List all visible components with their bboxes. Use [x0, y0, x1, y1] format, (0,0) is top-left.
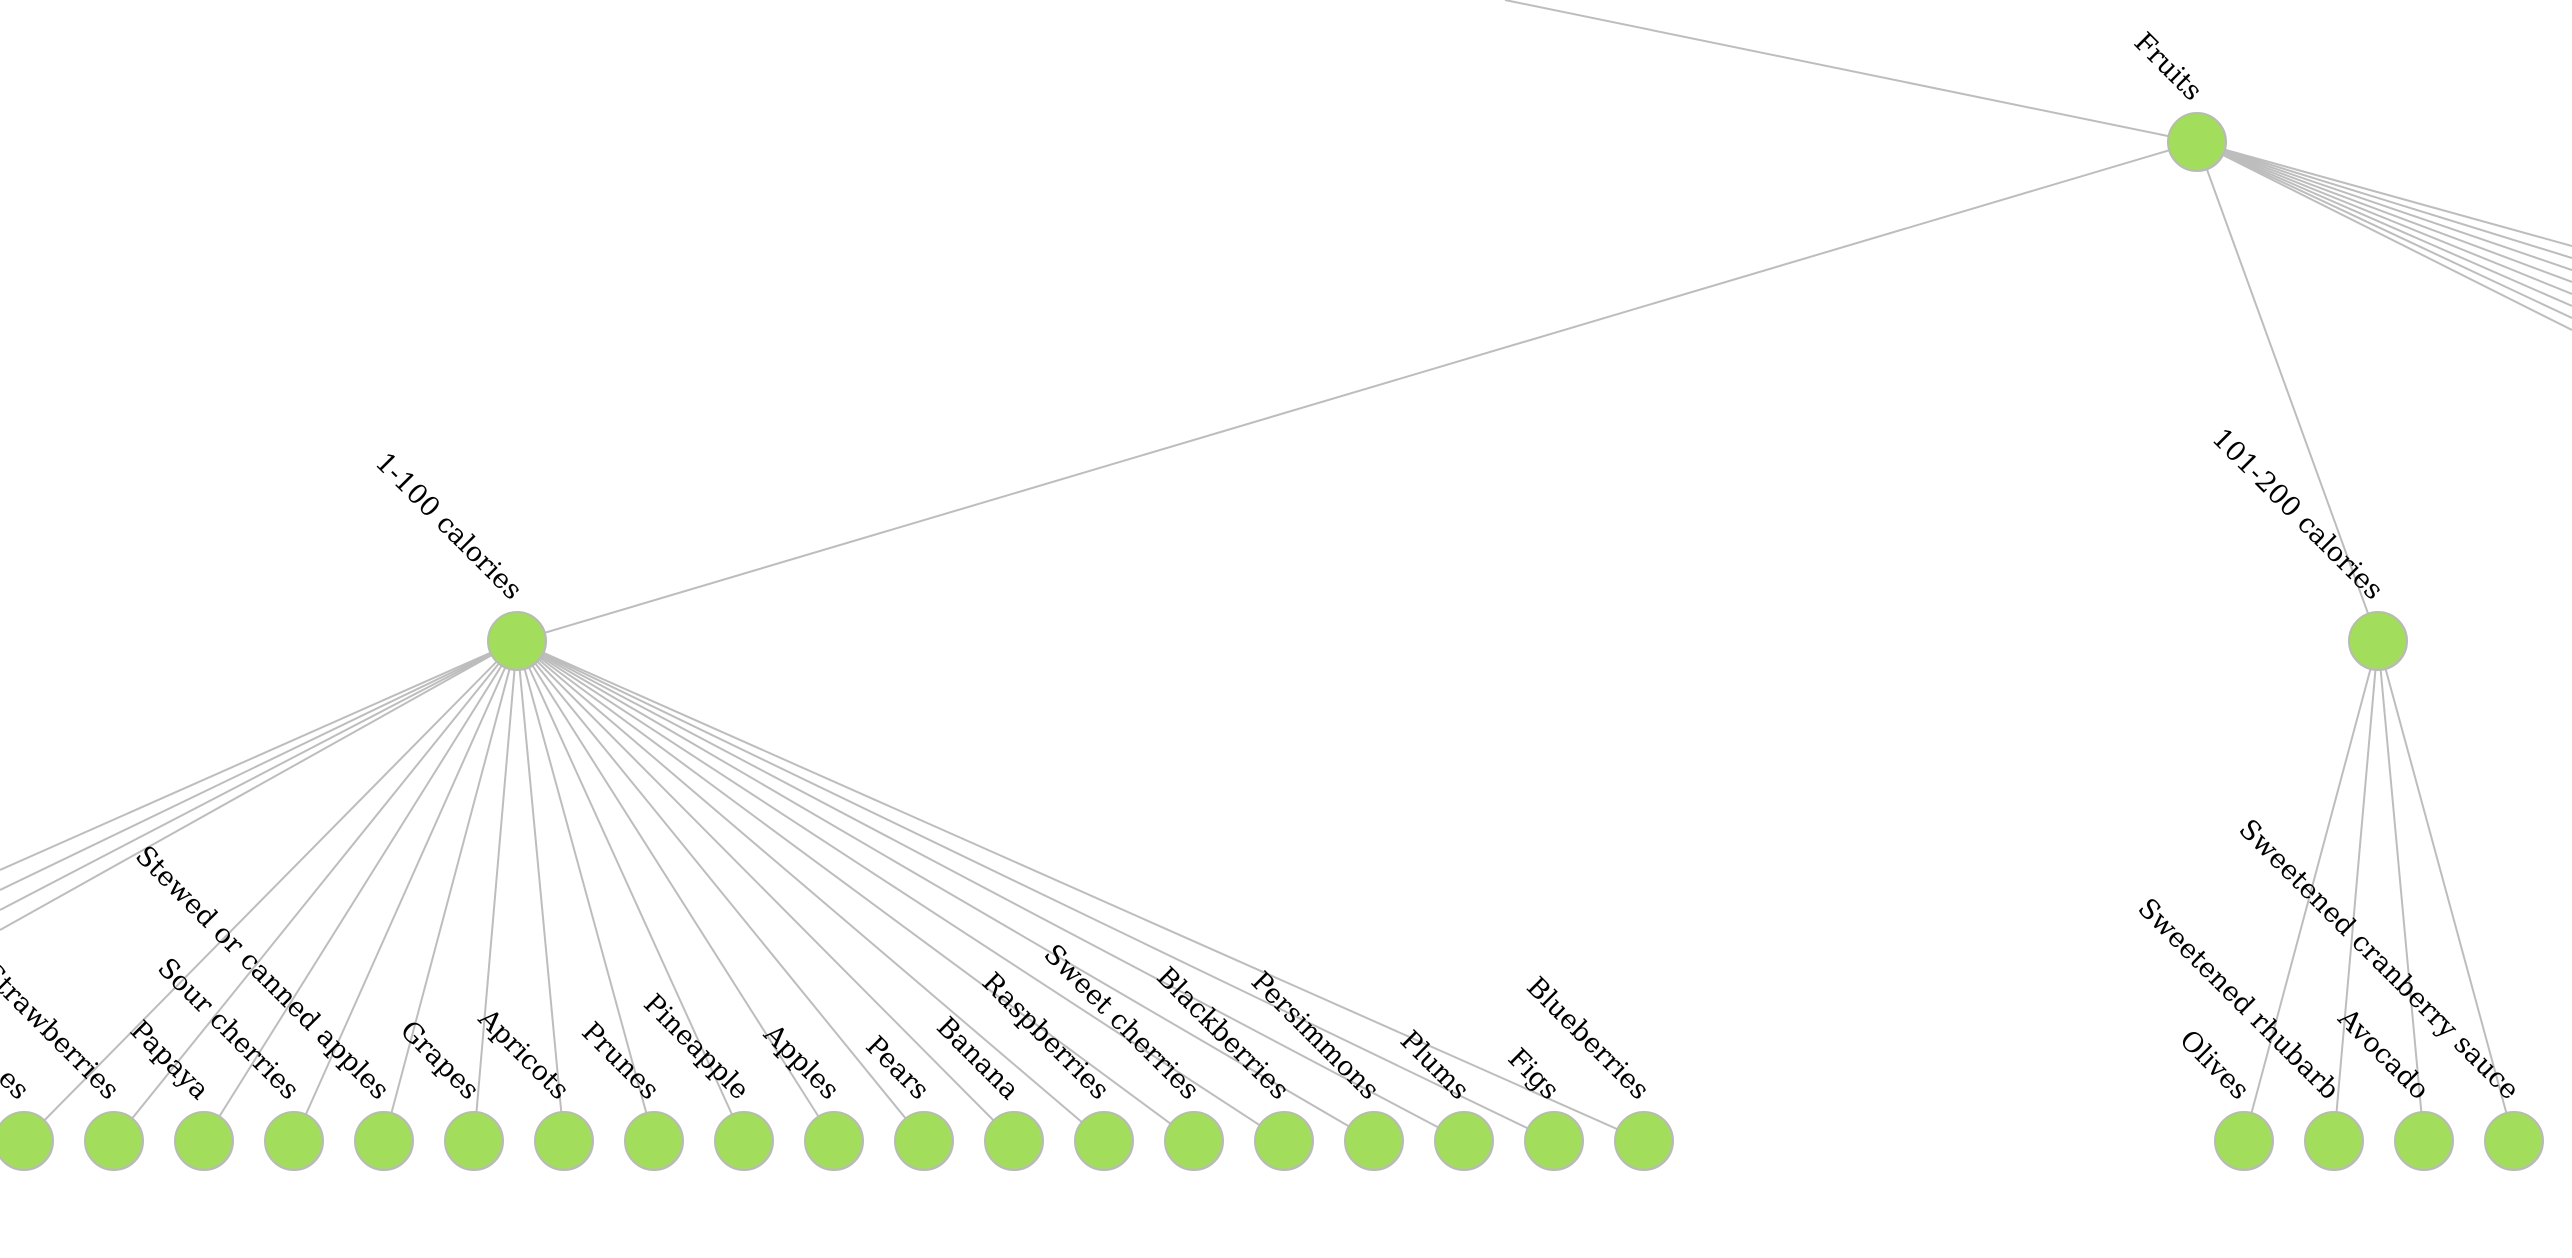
- leaf-node-banana-label: Banana: [930, 1011, 1025, 1106]
- link-1-100-calories-to-sour-cherries: [293, 640, 518, 1142]
- group-node-101-200-calories-label: 101-200 calories: [2206, 423, 2389, 606]
- leaf-node-apricots-circle[interactable]: [534, 1111, 594, 1171]
- link-101-200-calories-to-avocado: [2377, 640, 2425, 1142]
- leaf-node-apples-label: Apples: [757, 1018, 845, 1106]
- leaf-node-apples-circle[interactable]: [804, 1111, 864, 1171]
- leaf-node-sweetened-cranberry-sauce[interactable]: Sweetened cranberry sauce: [2233, 814, 2544, 1171]
- link-root-to-101-200-calories: [2196, 141, 2379, 642]
- leaf-node-plums-circle[interactable]: [1434, 1111, 1494, 1171]
- leaf-node-banana-circle[interactable]: [984, 1111, 1044, 1171]
- link-root-offscreen-5: [2196, 141, 2572, 295]
- link-root-offscreen-8: [2196, 141, 2572, 331]
- link-1-100-calories-to-blackberries: [516, 640, 1285, 1142]
- leaf-node-raspberries-circle[interactable]: [1074, 1111, 1134, 1171]
- leaf-node-sweet-cherries-label: Sweet cherries: [1038, 939, 1205, 1106]
- link-1-100-calories-to-banana: [516, 640, 1015, 1142]
- link-1-100-calories-to-sweet-cherries: [516, 640, 1195, 1142]
- group-node-101-200-calories-circle[interactable]: [2348, 611, 2408, 671]
- link-root-offscreen-6: [2196, 141, 2572, 307]
- leaf-node-apricots-label: Apricots: [471, 1002, 575, 1106]
- group-node-1-100-calories-label: 1-100 calories: [369, 447, 528, 606]
- link-1-100-calories-to-blueberries: [516, 640, 1645, 1142]
- leaf-node-stewed-or-canned-apples-circle[interactable]: [354, 1111, 414, 1171]
- link-root-offscreen-2: [2196, 141, 2572, 259]
- link-1-100-calories-to-pineapple: [516, 640, 745, 1142]
- leaf-node-es[interactable]: es: [0, 1063, 54, 1171]
- link-group1-offscreen-3: [0, 640, 518, 911]
- link-1-100-calories-to-plums: [516, 640, 1465, 1142]
- leaf-node-prunes-label: Prunes: [575, 1016, 665, 1106]
- link-1-100-calories-to-es: [23, 640, 518, 1142]
- link-1-100-calories-to-figs: [516, 640, 1555, 1142]
- link-group1-offscreen-4: [0, 640, 518, 931]
- leaf-node-papaya-label: Papaya: [124, 1015, 215, 1106]
- link-101-200-calories-to-sweetened-rhubarb: [2333, 640, 2379, 1142]
- link-1-100-calories-to-strawberries: [113, 640, 518, 1142]
- link-1-100-calories-to-grapes: [473, 640, 518, 1142]
- link-1-100-calories-to-apples: [516, 640, 835, 1142]
- group-node-1-100-calories[interactable]: 1-100 calories: [369, 447, 547, 671]
- link-group1-offscreen-2: [0, 640, 518, 891]
- leaf-node-prunes-circle[interactable]: [624, 1111, 684, 1171]
- leaf-node-blackberries-circle[interactable]: [1254, 1111, 1314, 1171]
- leaf-node-sweetened-cranberry-sauce-circle[interactable]: [2484, 1111, 2544, 1171]
- link-1-100-calories-to-raspberries: [516, 640, 1105, 1142]
- leaf-node-papaya-circle[interactable]: [174, 1111, 234, 1171]
- leaf-node-pears[interactable]: Pears: [859, 1030, 954, 1171]
- leaf-node-pears-circle[interactable]: [894, 1111, 954, 1171]
- leaf-node-olives[interactable]: Olives: [2173, 1024, 2274, 1171]
- link-1-100-calories-to-apricots: [516, 640, 565, 1142]
- leaf-node-sweetened-rhubarb-circle[interactable]: [2304, 1111, 2364, 1171]
- leaf-node-olives-circle[interactable]: [2214, 1111, 2274, 1171]
- link-root-offscreen-1: [2196, 141, 2572, 247]
- link-1-100-calories-to-persimmons: [516, 640, 1375, 1142]
- leaf-node-es-label: es: [0, 1063, 35, 1106]
- link-101-200-calories-to-sweetened-cranberry-sauce: [2377, 640, 2515, 1142]
- leaf-node-es-circle[interactable]: [0, 1111, 54, 1171]
- leaf-node-plums[interactable]: Plums: [1394, 1025, 1494, 1171]
- leaf-node-figs-circle[interactable]: [1524, 1111, 1584, 1171]
- link-root-offscreen-3: [2196, 141, 2572, 271]
- group-node-101-200-calories[interactable]: 101-200 calories: [2206, 423, 2408, 671]
- leaf-node-blueberries-circle[interactable]: [1614, 1111, 1674, 1171]
- leaf-node-sour-cherries-circle[interactable]: [264, 1111, 324, 1171]
- link-root-to-1-100-calories: [516, 141, 2198, 642]
- link-1-100-calories-to-papaya: [203, 640, 518, 1142]
- leaf-node-persimmons-circle[interactable]: [1344, 1111, 1404, 1171]
- link-root-offscreen-7: [2196, 141, 2572, 319]
- link-1-100-calories-to-pears: [516, 640, 925, 1142]
- leaf-node-strawberries-circle[interactable]: [84, 1111, 144, 1171]
- leaf-node-grapes-circle[interactable]: [444, 1111, 504, 1171]
- leaf-node-grapes-label: Grapes: [394, 1015, 485, 1106]
- link-root-to-parent: [1504, 0, 2198, 143]
- root-node-fruits-label: Fruits: [2128, 27, 2208, 107]
- link-1-100-calories-to-stewed-or-canned-apples: [383, 640, 518, 1142]
- link-root-offscreen-4: [2196, 141, 2572, 283]
- root-node-fruits-circle[interactable]: [2167, 112, 2227, 172]
- leaf-node-figs-label: Figs: [1502, 1043, 1565, 1106]
- leaf-node-avocado-circle[interactable]: [2394, 1111, 2454, 1171]
- leaf-node-sweet-cherries-circle[interactable]: [1164, 1111, 1224, 1171]
- link-group1-offscreen-1: [0, 640, 518, 871]
- leaf-node-plums-label: Plums: [1394, 1025, 1475, 1106]
- link-101-200-calories-to-olives: [2243, 640, 2379, 1142]
- tree-links: [0, 0, 2572, 1142]
- link-1-100-calories-to-prunes: [516, 640, 655, 1142]
- leaf-node-pears-label: Pears: [859, 1030, 935, 1106]
- leaf-node-figs[interactable]: Figs: [1502, 1043, 1584, 1171]
- group-node-1-100-calories-circle[interactable]: [487, 611, 547, 671]
- root-node-fruits[interactable]: Fruits: [2128, 27, 2227, 172]
- leaf-node-pineapple-circle[interactable]: [714, 1111, 774, 1171]
- leaf-node-olives-label: Olives: [2173, 1024, 2255, 1106]
